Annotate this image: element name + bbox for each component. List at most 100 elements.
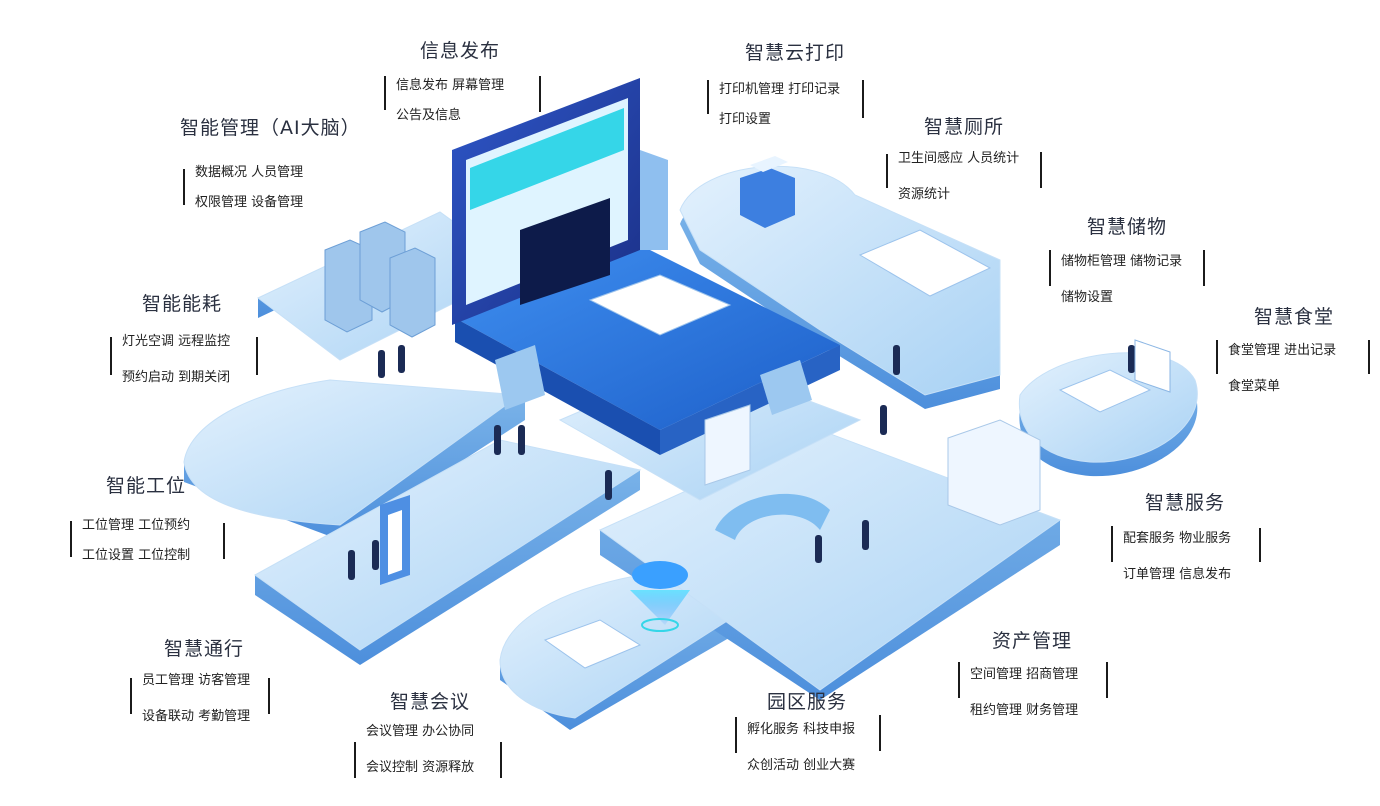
item: 信息发布 屏幕管理 [396,78,505,93]
item: 储物柜管理 储物记录 [1061,254,1183,269]
cloud-hologram [630,561,690,632]
divider-right [862,80,864,118]
item: 卫生间感应 人员统计 [898,151,1020,166]
module-items: 信息发布 屏幕管理 公告及信息 [384,71,516,131]
lounge-sofa [715,493,830,540]
module-asset-management: 资产管理 空间管理 招商管理 租约管理 财务管理 [958,626,1108,718]
module-cloud-print: 智慧云打印 打印机管理 打印记录 打印设置 [707,38,864,127]
item: 食堂菜单 [1228,379,1281,394]
divider-right [1368,340,1370,374]
divider-right [500,742,502,778]
printer-device [740,156,795,228]
divider-left [735,717,737,753]
divider-right [256,337,258,375]
item: 工位管理 工位预约 [82,518,191,533]
module-smart-workstation: 智能工位 工位管理 工位预约 工位设置 工位控制 [70,471,225,563]
divider-left [70,521,72,557]
item: 空间管理 招商管理 [970,667,1079,682]
module-items: 配套服务 物业服务 订单管理 信息发布 [1111,524,1243,590]
item: 租约管理 财务管理 [970,703,1079,718]
module-items: 空间管理 招商管理 租约管理 财务管理 [958,660,1090,726]
item: 公告及信息 [396,108,462,123]
item: 众创活动 创业大赛 [747,758,856,773]
divider-left [110,337,112,375]
item: 会议控制 资源释放 [366,760,475,775]
divider-left [354,742,356,778]
divider-left [707,80,709,114]
module-title: 园区服务 [767,691,848,713]
divider-right [879,715,881,751]
module-title: 智慧服务 [1145,492,1226,514]
item: 工位设置 工位控制 [82,548,191,563]
module-smart-management: 智能管理（AI大脑） 数据概况 人员管理 权限管理 设备管理 [180,113,361,210]
item: 储物设置 [1061,290,1114,305]
module-title: 智慧食堂 [1254,306,1335,328]
whiteboard [1134,339,1171,393]
module-title: 信息发布 [420,40,501,62]
security-gate [380,495,410,585]
module-title: 智能管理（AI大脑） [180,117,361,139]
module-items: 卫生间感应 人员统计 资源统计 [886,144,1031,210]
module-items: 数据概况 人员管理 权限管理 设备管理 [183,158,315,218]
server-racks [324,221,436,338]
module-items: 灯光空调 远程监控 预约启动 到期关闭 [110,327,242,393]
divider-left [183,169,185,205]
divider-right [1203,250,1205,286]
divider-right [1259,528,1261,562]
module-smart-energy: 智能能耗 灯光空调 远程监控 预约启动 到期关闭 [110,289,258,385]
module-park-service: 园区服务 孵化服务 科技申报 众创活动 创业大赛 [735,687,881,773]
item: 预约启动 到期关闭 [122,370,231,385]
divider-left [1111,526,1113,562]
module-items: 打印机管理 打印记录 打印设置 [707,75,852,135]
module-smart-storage: 智慧储物 储物柜管理 储物记录 储物设置 [1049,212,1205,305]
divider-right [268,678,270,714]
item: 灯光空调 远程监控 [122,334,231,349]
module-title: 智慧云打印 [745,42,846,64]
divider-right [223,523,225,559]
divider-right [539,76,541,112]
bookshelves [704,404,1041,526]
module-items: 食堂管理 进出记录 食堂菜单 [1216,336,1348,402]
item: 打印机管理 打印记录 [719,82,841,97]
divider-left [384,76,386,110]
module-title: 智慧通行 [164,638,245,660]
module-smart-meeting: 智慧会议 会议管理 办公协同 会议控制 资源释放 [354,687,502,778]
module-items: 工位管理 工位预约 工位设置 工位控制 [70,511,202,571]
module-items: 孵化服务 科技申报 众创活动 创业大赛 [735,715,867,781]
module-title: 智慧会议 [390,691,471,713]
people-figures [348,345,1135,580]
item: 设备联动 考勤管理 [142,709,251,724]
item: 员工管理 访客管理 [142,673,251,688]
module-items: 储物柜管理 储物记录 储物设置 [1049,247,1194,313]
conference-tables [543,229,1152,669]
divider-left [1049,250,1051,286]
display-screen [452,78,668,325]
item: 权限管理 设备管理 [195,195,304,210]
item: 配套服务 物业服务 [1123,531,1232,546]
divider-right [1040,152,1042,188]
divider-right [1106,662,1108,698]
divider-left [130,678,132,714]
module-title: 智能工位 [106,475,187,497]
item: 食堂管理 进出记录 [1228,343,1337,358]
module-title: 智能能耗 [142,293,223,315]
module-smart-canteen: 智慧食堂 食堂管理 进出记录 食堂菜单 [1216,302,1370,394]
platform-access [254,439,642,651]
module-title: 智慧厕所 [924,116,1005,138]
module-smart-service: 智慧服务 配套服务 物业服务 订单管理 信息发布 [1111,488,1261,582]
item: 订单管理 信息发布 [1123,567,1232,582]
item: 会议管理 办公协同 [366,724,475,739]
module-info-publish: 信息发布 信息发布 屏幕管理 公告及信息 [384,36,541,123]
divider-left [886,154,888,188]
item: 打印设置 [719,112,772,127]
module-items: 会议管理 办公协同 会议控制 资源释放 [354,717,486,783]
module-smart-restroom: 智慧厕所 卫生间感应 人员统计 资源统计 [886,112,1042,202]
divider-left [958,662,960,698]
divider-left [1216,340,1218,374]
item: 孵化服务 科技申报 [747,722,856,737]
item: 资源统计 [898,187,951,202]
item: 数据概况 人员管理 [195,165,304,180]
module-smart-access: 智慧通行 员工管理 访客管理 设备联动 考勤管理 [130,634,270,724]
module-items: 员工管理 访客管理 设备联动 考勤管理 [130,666,262,732]
